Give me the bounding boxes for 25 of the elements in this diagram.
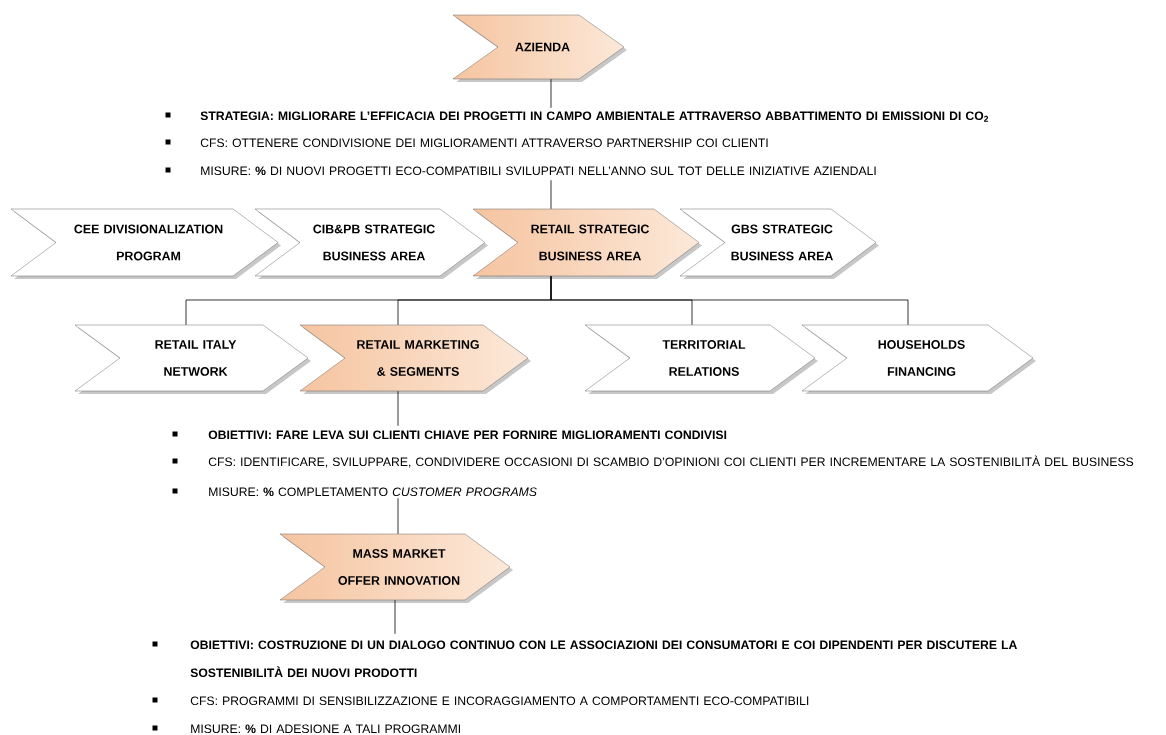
- step-box: TERRITORIAL RELATIONS: [584, 324, 818, 394]
- list-item: MISURE: % DI ADESIONE A TALI PROGRAMMI: [191, 724, 460, 734]
- step-box: RETAIL MARKETING & SEGMENTS: [299, 324, 531, 394]
- connector-line: [550, 275, 909, 326]
- list-item: CFS: IDENTIFICARE, SVILUPPARE, CONDIVIDERE OCCASIONI DI SCAMBIO D’OPINIONI COI CLIENTI PER INCREMENTARE LA SOSTENIBILITÀ DEL BUSINESS: [208, 455, 1134, 468]
- step-box: CEE DIVISIONALIZATION PROGRAM: [10, 208, 281, 279]
- step-box: GBS STRATEGIC BUSINESS AREA: [679, 208, 879, 279]
- step-box: RETAIL STRATEGIC BUSINESS AREA: [472, 208, 702, 279]
- list-item: OBIETTIVI: COSTRUZIONE DI UN DIALOGO CONTINUO CON LE ASSOCIAZIONI DEI CONSUMATORI E COI DIPENDENTI PER DISCUTERE LA SOSTENIBILITÀ DEI NUOVI PRODOTTI: [190, 640, 1017, 678]
- list-item: CFS: PROGRAMMI DI SENSIBILIZZAZIONE E INCORAGGIAMENTO A COMPORTAMENTI ECO-COMPATIBILI: [190, 696, 809, 706]
- connector-line: [550, 78, 552, 109]
- step-box: CIB&PB STRATEGIC BUSINESS AREA: [254, 208, 488, 279]
- list-item: STRATEGIA: MIGLIORARE L’EFFICACIA DEI PROGETTI IN CAMPO AMBIENTALE ATTRAVERSO ABBATTIMENTO DI EMISSIONI DI CO$_{2}$: [200, 111, 989, 122]
- list-item: MISURE: % DI NUOVI PROGETTI ECO-COMPATIBILI SVILUPPATI NELL’ANNO SUL TOT DELLE INIZIATIVE AZIENDALI: [201, 166, 876, 176]
- connector-line: [550, 179, 552, 210]
- step-box: MASS MARKET OFFER INNOVATION: [279, 533, 513, 603]
- connector-line: [394, 599, 396, 635]
- step-box: AZIENDA: [452, 14, 627, 82]
- connector-line: [397, 497, 399, 535]
- list-item: CFS: OTTENERE CONDIVISIONE DEI MIGLIORAMENTI ATTRAVERSO PARTNERSHIP COI CLIENTI: [200, 138, 768, 148]
- list-item: MISURE: % COMPLETAMENTO CUSTOMER PROGRAMS: [209, 487, 537, 497]
- connector-line: [397, 390, 399, 427]
- step-box: RETAIL ITALY NETWORK: [74, 324, 311, 394]
- step-box: HOUSEHOLDS FINANCING: [801, 324, 1036, 394]
- list-item: OBIETTIVI: FARE LEVA SUI CLIENTI CHIAVE PER FORNIRE MIGLIORAMENTI CONDIVISI: [208, 430, 727, 440]
